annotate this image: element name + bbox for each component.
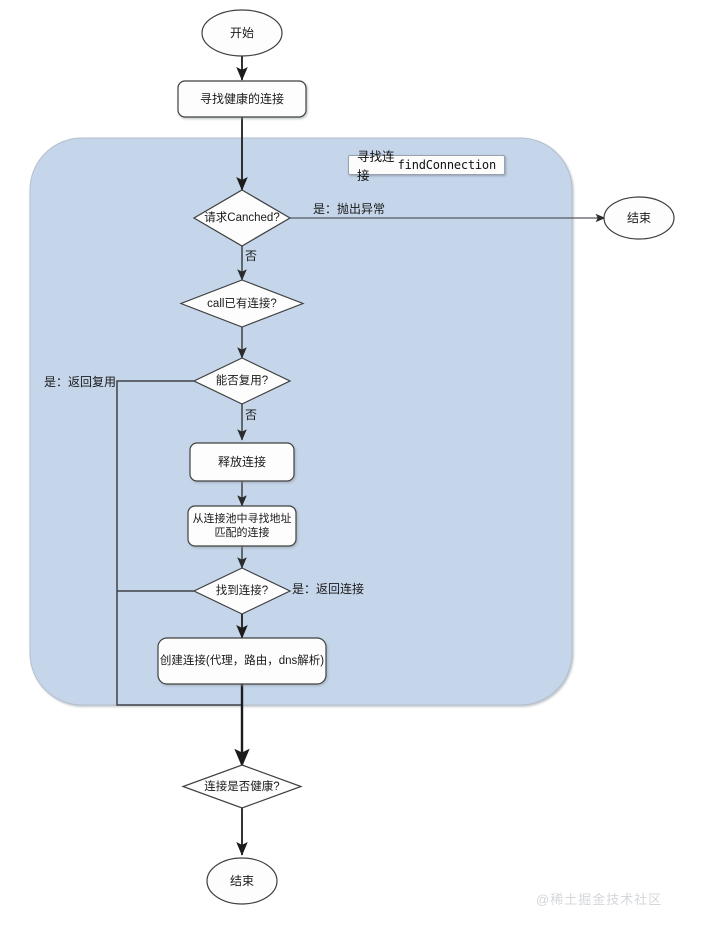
edge-label-canceled-no: 否 [245, 249, 258, 263]
edge-label-canceled-yes: 是：抛出异常 [313, 202, 386, 216]
node-end-bottom [206, 857, 278, 905]
group-label-mono: findConnection [397, 158, 497, 172]
edge-label-reuse-no: 否 [245, 408, 258, 422]
node-can-reuse [192, 357, 292, 405]
node-start [201, 9, 283, 57]
edges [116, 56, 606, 856]
node-found-conn [192, 567, 292, 615]
node-call-has-conn [179, 279, 305, 328]
node-is-healthy [181, 764, 303, 809]
edge-label-found-yes: 是：返回连接 [292, 582, 365, 596]
node-end-right [603, 196, 675, 240]
node-create-conn [157, 637, 327, 685]
watermark: @稀土掘金技术社区 [536, 892, 663, 907]
node-is-canceled [192, 189, 292, 247]
node-release-conn [189, 442, 295, 482]
node-find-healthy [177, 80, 307, 118]
edge-canreuse-yes-loop [116, 380, 242, 706]
group-label-prefix: 寻找连接 [357, 150, 395, 183]
group-container [29, 137, 573, 706]
nodes [157, 9, 675, 905]
edge-label-reuse-yes: 是：返回复用 [44, 375, 117, 389]
node-pool-lookup [187, 505, 297, 547]
